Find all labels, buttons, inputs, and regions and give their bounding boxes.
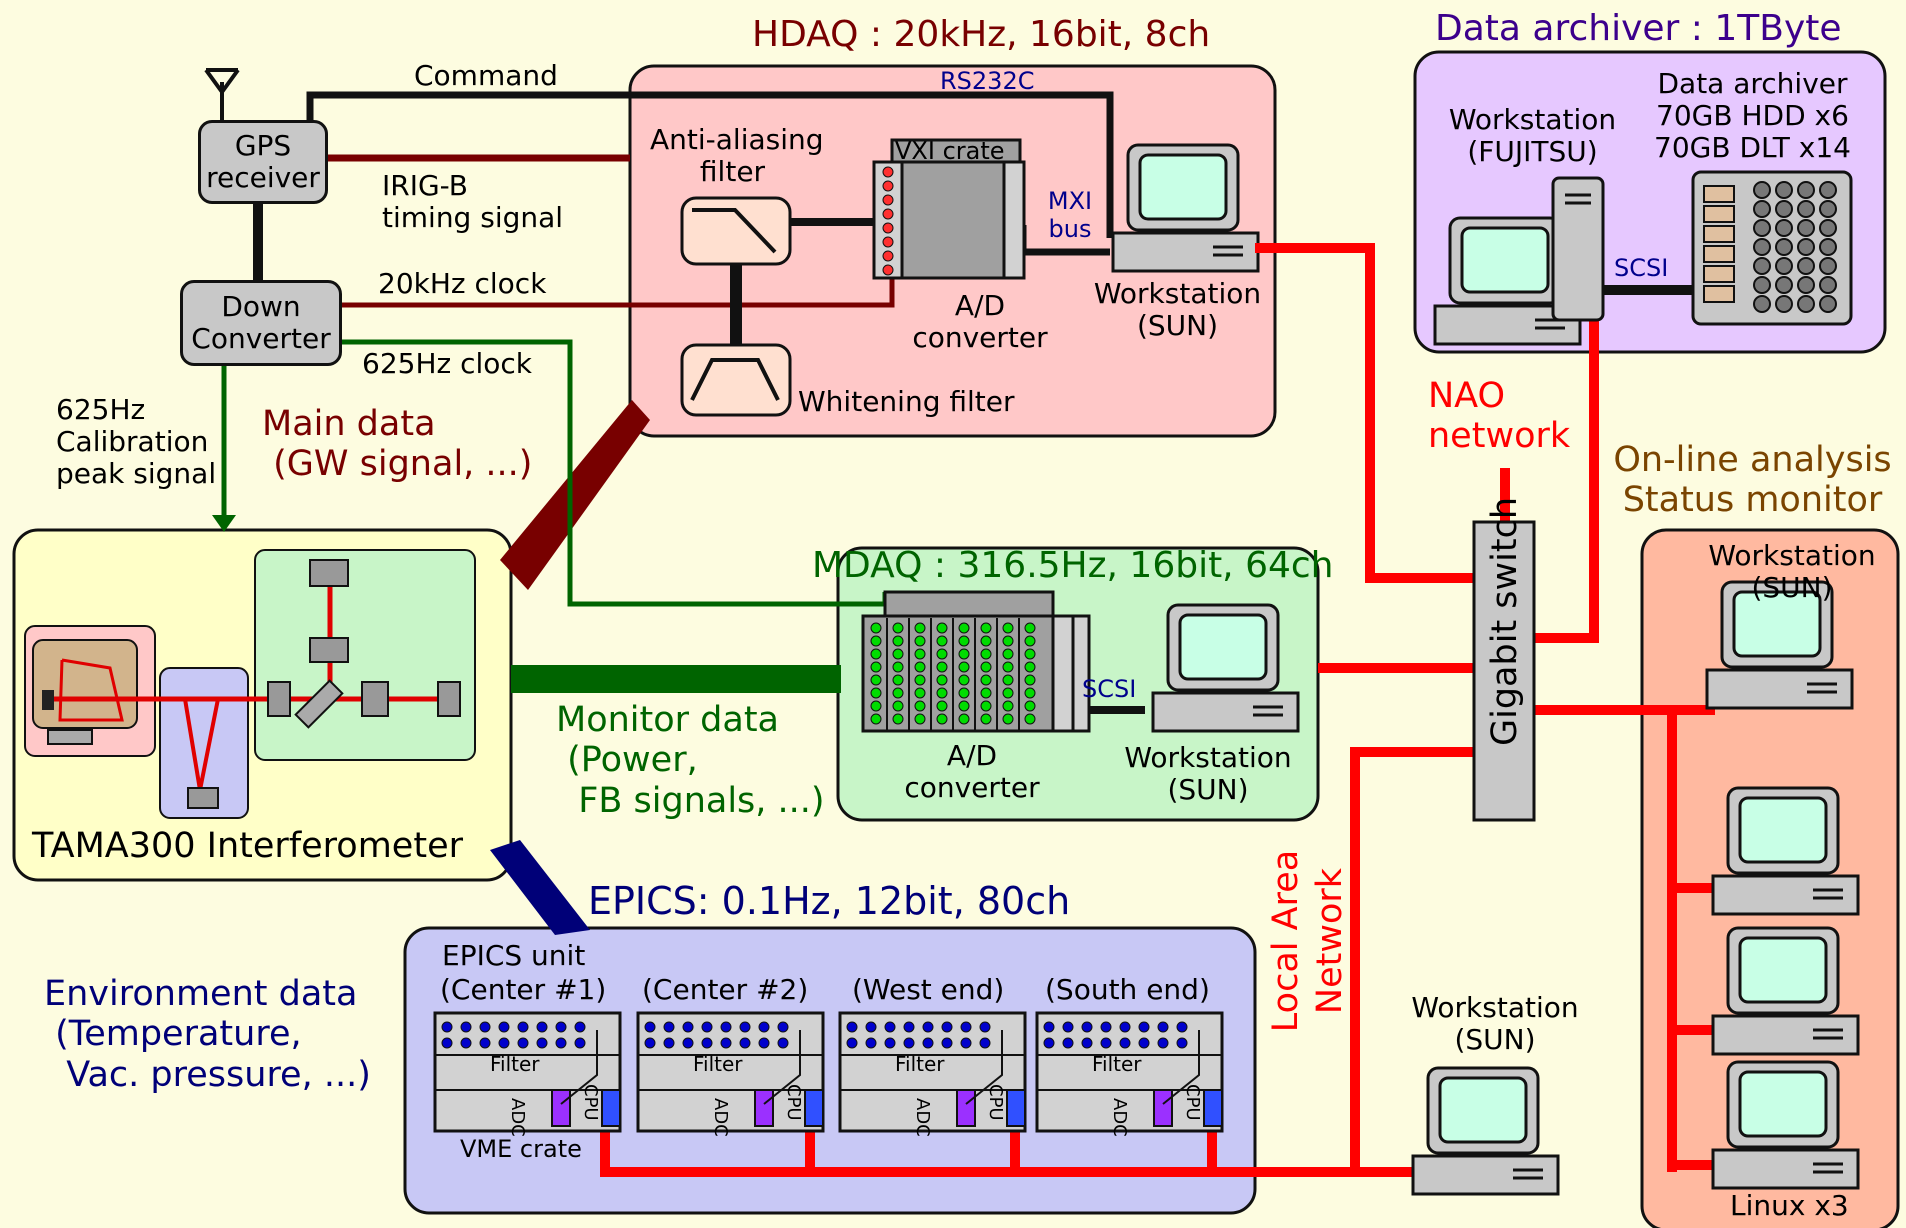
storage-rack-icon bbox=[1691, 170, 1853, 326]
epics-unit-3-label: (West end) bbox=[852, 973, 1005, 1006]
antenna-icon bbox=[204, 68, 240, 120]
vme-crate-2 bbox=[636, 1011, 825, 1133]
epics-workstation-icon bbox=[1411, 1066, 1560, 1196]
mdaq-scsi-label: SCSI bbox=[1082, 675, 1137, 703]
mdaq-adc-label: A/D converter bbox=[904, 739, 1040, 805]
epics-adc-label: ADC bbox=[710, 1098, 731, 1137]
monitor-data-label: Monitor data (Power, FB signals, ...) bbox=[556, 700, 825, 821]
environment-label: Environment data (Temperature, Vac. pres… bbox=[44, 974, 371, 1095]
epics-unit-label: EPICS unit bbox=[442, 939, 586, 972]
online-title: On-line analysis Status monitor bbox=[1613, 440, 1892, 521]
whitening-label: Whitening filter bbox=[798, 385, 1015, 418]
archiver-scsi-label: SCSI bbox=[1614, 254, 1669, 282]
epics-adc-label: ADC bbox=[1109, 1098, 1130, 1137]
online-workstation-label: Workstation (SUN) bbox=[1708, 539, 1876, 605]
mdaq-workstation-label: Workstation (SUN) bbox=[1124, 741, 1292, 807]
whitening-filter-icon bbox=[680, 343, 792, 417]
epics-workstation-label: Workstation (SUN) bbox=[1411, 991, 1579, 1057]
irig-label: IRIG-B timing signal bbox=[382, 169, 564, 235]
vme-crate-4 bbox=[1035, 1011, 1224, 1133]
clock20k-label: 20kHz clock bbox=[378, 267, 547, 300]
epics-unit-1-label: (Center #1) bbox=[440, 973, 607, 1006]
archiver-storage-label: Data archiver 70GB HDD x6 70GB DLT x14 bbox=[1654, 67, 1851, 165]
vme-crate-1 bbox=[433, 1011, 622, 1133]
hdaq-title: HDAQ : 20kHz, 16bit, 8ch bbox=[752, 14, 1211, 55]
hdaq-adc-label: A/D converter bbox=[912, 289, 1048, 355]
epics-filter-label: Filter bbox=[1092, 1052, 1142, 1076]
epics-cpu-label: CPU bbox=[1182, 1084, 1203, 1121]
epics-cpu-label: CPU bbox=[580, 1084, 601, 1121]
mdaq-title: MDAQ : 316.5Hz, 16bit, 64ch bbox=[812, 545, 1334, 586]
archiver-title: Data archiver : 1TByte bbox=[1435, 8, 1842, 49]
hdaq-workstation-icon bbox=[1111, 143, 1260, 273]
vxi-crate-icon bbox=[872, 138, 1026, 280]
epics-data-band bbox=[490, 840, 590, 935]
gigabit-switch bbox=[1472, 520, 1536, 822]
linux-workstation-1-icon bbox=[1711, 786, 1860, 916]
command-label: Command bbox=[414, 59, 558, 92]
anti-aliasing-filter-icon bbox=[680, 196, 792, 266]
rs232c-label: RS232C bbox=[940, 67, 1035, 95]
monitor-data-band bbox=[511, 665, 841, 693]
mdaq-workstation-icon bbox=[1151, 603, 1300, 733]
epics-title: EPICS: 0.1Hz, 12bit, 80ch bbox=[588, 879, 1071, 923]
interferometer-label: TAMA300 Interferometer bbox=[32, 826, 463, 866]
fujitsu-workstation-label: Workstation (FUJITSU) bbox=[1448, 103, 1617, 169]
main-data-band bbox=[500, 400, 650, 590]
main-data-label: Main data (GW signal, ...) bbox=[262, 404, 533, 485]
vme-crate-3 bbox=[838, 1011, 1027, 1133]
clock625-label: 625Hz clock bbox=[362, 347, 533, 380]
epics-cpu-label: CPU bbox=[783, 1084, 804, 1121]
epics-region bbox=[403, 926, 1257, 1215]
vxi-crate-label: VXI crate bbox=[895, 137, 1005, 165]
epics-filter-label: Filter bbox=[895, 1052, 945, 1076]
linux-workstation-3-icon bbox=[1711, 1060, 1860, 1190]
anti-aliasing-label: Anti-aliasing filter bbox=[650, 123, 824, 189]
linux-label: Linux x3 bbox=[1730, 1189, 1849, 1222]
epics-filter-label: Filter bbox=[490, 1052, 540, 1076]
gigabit-switch-label: Gigabit switch bbox=[1485, 496, 1525, 746]
down-converter: Down Converter bbox=[180, 280, 342, 366]
hdaq-workstation-label: Workstation (SUN) bbox=[1093, 277, 1262, 343]
lan-label: Local Area Network bbox=[1266, 849, 1350, 1033]
epics-adc-label: ADC bbox=[507, 1098, 528, 1137]
clock20k-line bbox=[338, 278, 895, 308]
fujitsu-tower-icon bbox=[1551, 176, 1605, 322]
epics-unit-2-label: (Center #2) bbox=[642, 973, 809, 1006]
interferometer-optics-icon bbox=[24, 549, 476, 819]
epics-cpu-label: CPU bbox=[985, 1084, 1006, 1121]
mdaq-adc-icon bbox=[861, 590, 1091, 733]
calibration-label: 625Hz Calibration peak signal bbox=[56, 393, 217, 491]
nao-network-label: NAO network bbox=[1428, 376, 1571, 457]
gps-receiver: GPS receiver bbox=[198, 120, 328, 204]
epics-filter-label: Filter bbox=[693, 1052, 743, 1076]
vme-crate-label: VME crate bbox=[460, 1135, 582, 1163]
mxi-bus-label: MXI bus bbox=[1047, 187, 1093, 243]
epics-unit-4-label: (South end) bbox=[1045, 973, 1210, 1006]
epics-adc-label: ADC bbox=[912, 1098, 933, 1137]
vme-crates bbox=[433, 1011, 1224, 1133]
linux-workstation-2-icon bbox=[1711, 926, 1860, 1056]
